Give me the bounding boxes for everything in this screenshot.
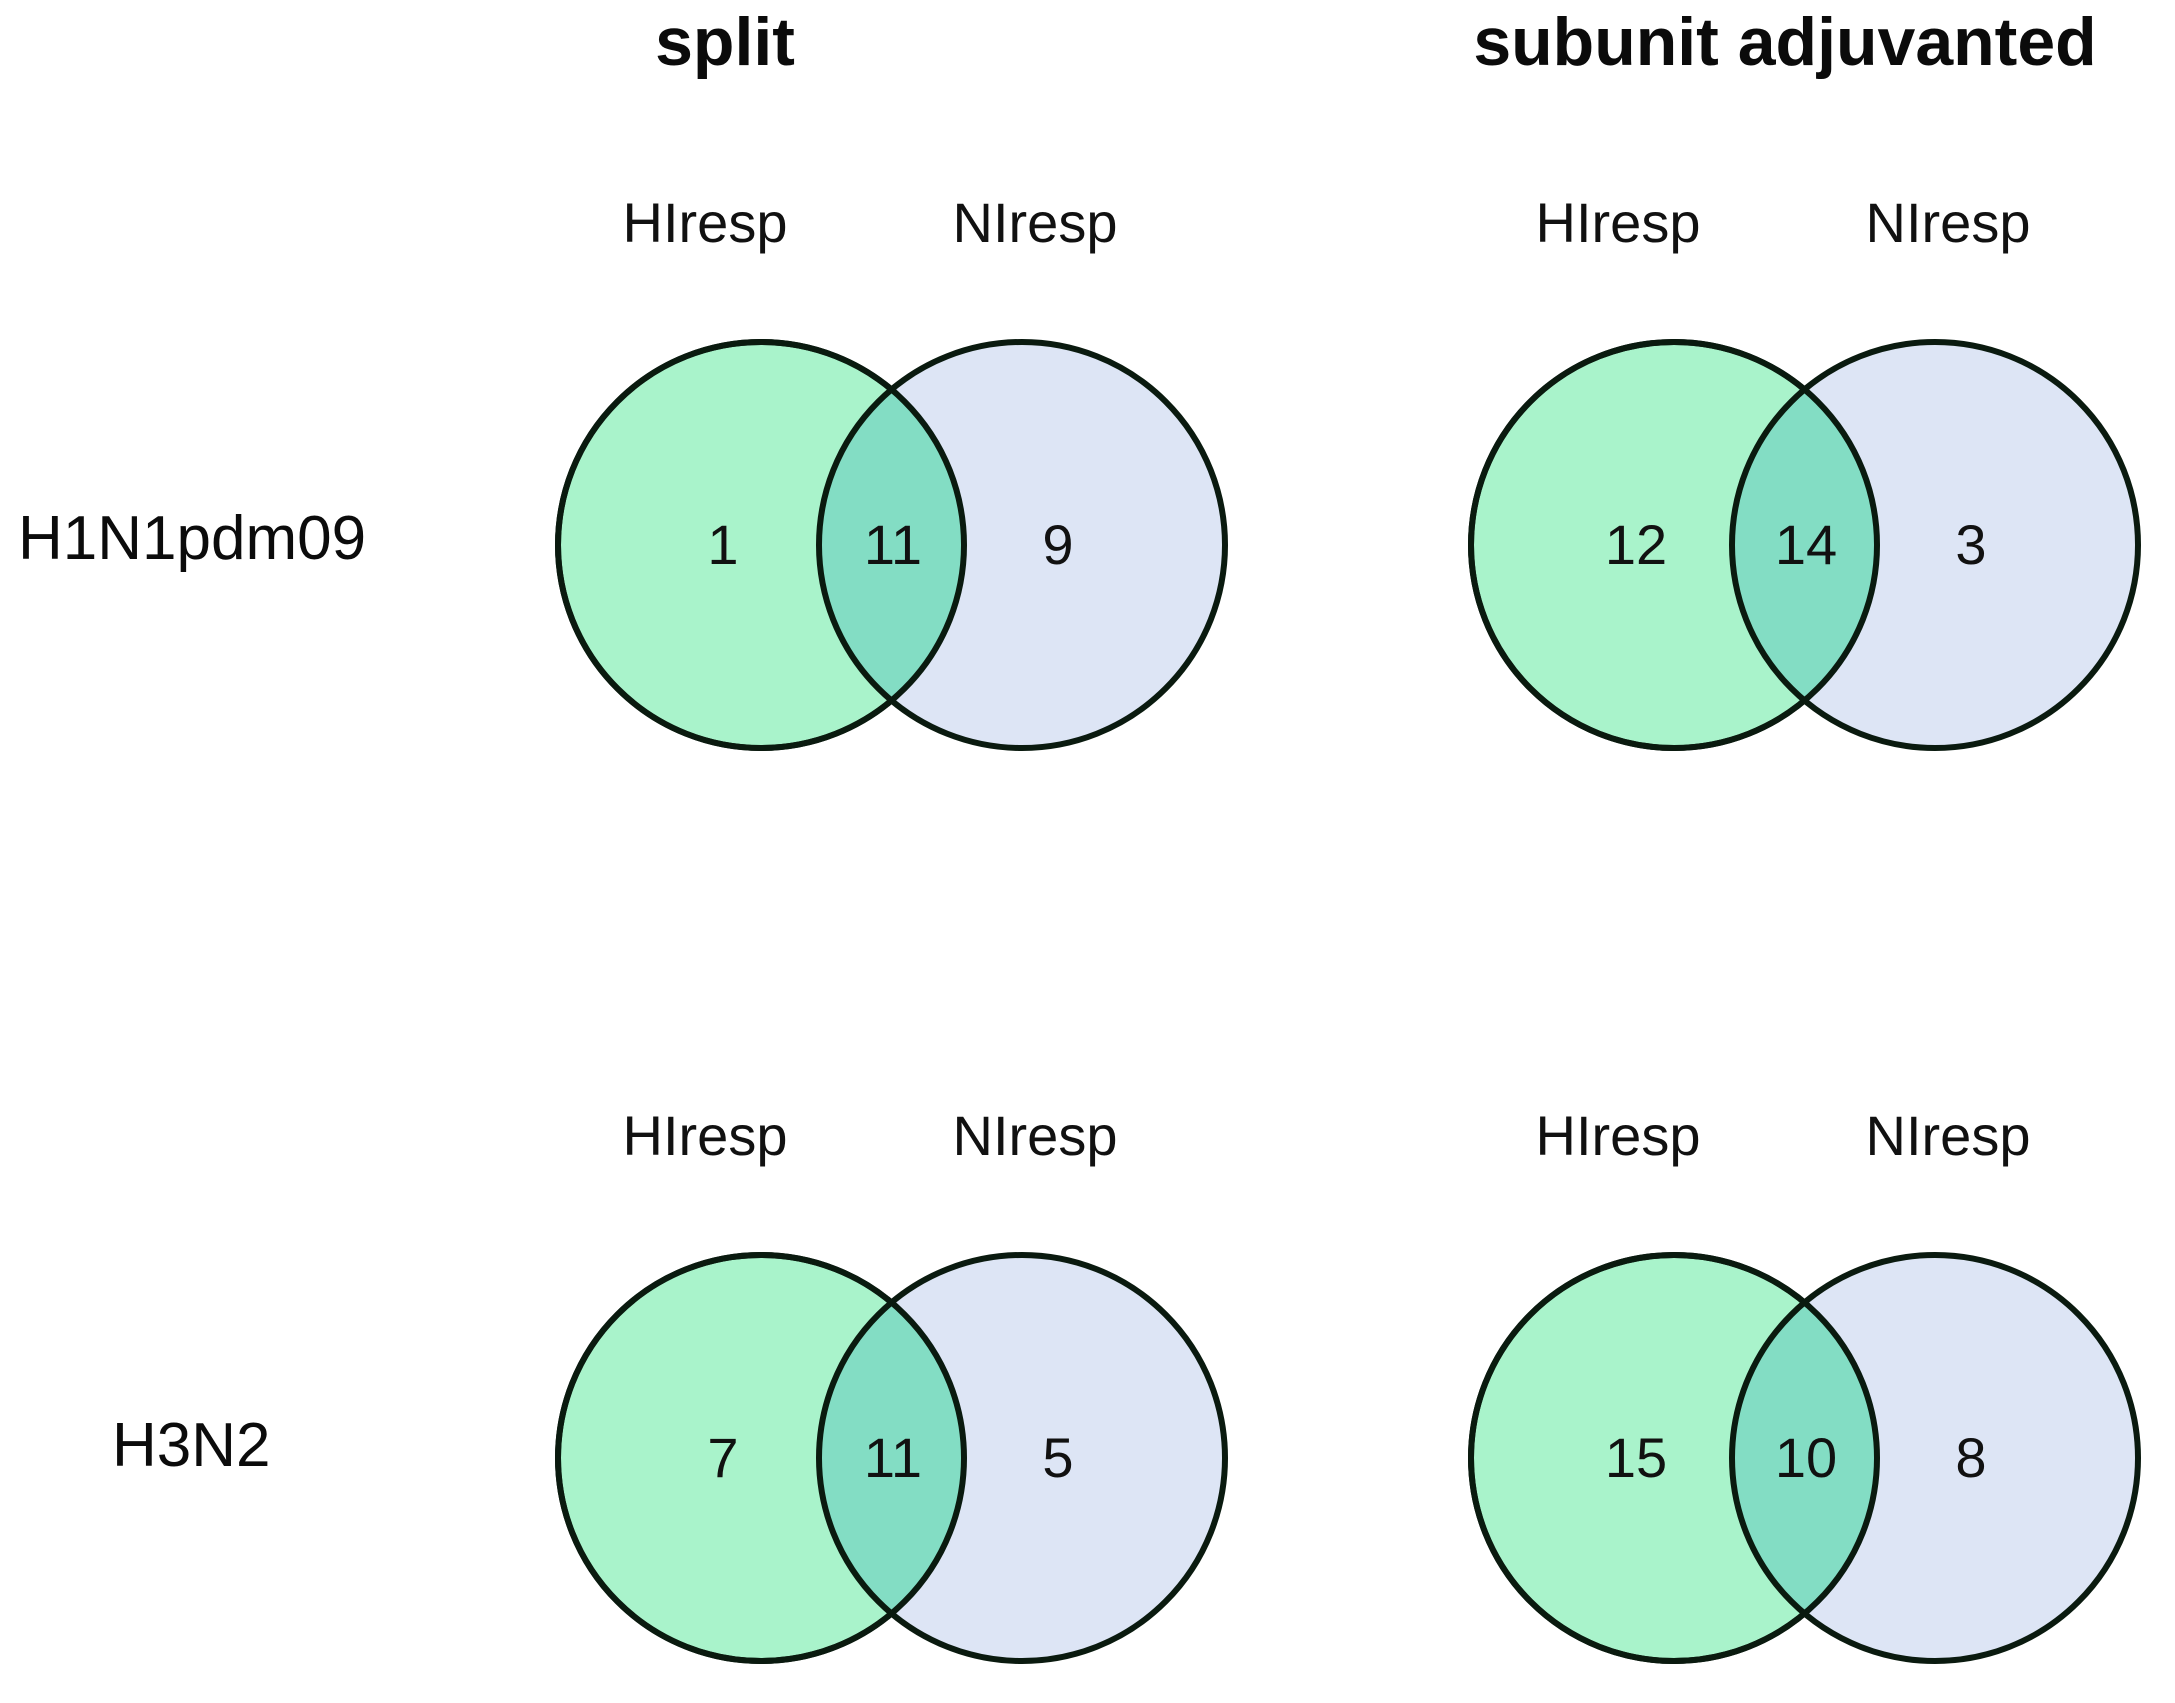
venn-intersection-region bbox=[1732, 1255, 1877, 1661]
venn-count-only-b: 9 bbox=[1042, 513, 1074, 576]
venn-count-intersection: 10 bbox=[1774, 1426, 1838, 1489]
venn-circle-set-b-outline bbox=[1729, 1252, 2141, 1664]
venn-circle-set-b-outline bbox=[816, 1252, 1228, 1664]
venn-count-only-b: 3 bbox=[1955, 513, 1987, 576]
venn-panel-h3n2-split: HIresp NIresp 7 11 5 bbox=[505, 1108, 1250, 1668]
venn-count-only-a: 15 bbox=[1604, 1426, 1668, 1489]
venn-intersection-region bbox=[819, 1255, 964, 1661]
venn-circle-set-a-outline bbox=[555, 339, 967, 751]
venn-panel-h1n1pdm09-subunit-adjuvanted: HIresp NIresp 12 14 3 bbox=[1418, 195, 2163, 755]
venn-set-label-niresp: NIresp bbox=[952, 1104, 1118, 1167]
venn-count-only-b: 5 bbox=[1042, 1426, 1074, 1489]
venn-count-only-b: 8 bbox=[1955, 1426, 1987, 1489]
venn-count-only-a: 1 bbox=[707, 513, 739, 576]
venn-intersection-region bbox=[819, 342, 964, 748]
column-header-subunit-adjuvanted: subunit adjuvanted bbox=[1473, 4, 2097, 80]
row-label-h1n1pdm09: H1N1pdm09 bbox=[18, 504, 367, 573]
venn-set-label-hiresp: HIresp bbox=[622, 1104, 788, 1167]
venn-set-label-hiresp: HIresp bbox=[1535, 1104, 1701, 1167]
venn-count-only-a: 7 bbox=[707, 1426, 739, 1489]
venn-panel-h1n1pdm09-split: HIresp NIresp 1 11 9 bbox=[505, 195, 1250, 755]
venn-count-intersection: 11 bbox=[863, 1426, 923, 1489]
venn-circle-set-b-outline bbox=[1729, 339, 2141, 751]
venn-count-only-a: 12 bbox=[1604, 513, 1668, 576]
venn-intersection-region bbox=[1732, 342, 1877, 748]
venn-set-label-niresp: NIresp bbox=[1865, 1104, 2031, 1167]
venn-circle-set-b-outline bbox=[816, 339, 1228, 751]
venn-count-intersection: 14 bbox=[1774, 513, 1838, 576]
venn-circle-set-a-outline bbox=[1468, 339, 1880, 751]
venn-count-intersection: 11 bbox=[863, 513, 923, 576]
venn-set-label-hiresp: HIresp bbox=[622, 191, 788, 254]
venn-circle-set-a-outline bbox=[555, 1252, 967, 1664]
venn-set-label-niresp: NIresp bbox=[952, 191, 1118, 254]
row-label-h3n2: H3N2 bbox=[112, 1411, 271, 1480]
venn-set-label-niresp: NIresp bbox=[1865, 191, 2031, 254]
venn-panel-h3n2-subunit-adjuvanted: HIresp NIresp 15 10 8 bbox=[1418, 1108, 2163, 1668]
venn-circle-set-a-outline bbox=[1468, 1252, 1880, 1664]
venn-set-label-hiresp: HIresp bbox=[1535, 191, 1701, 254]
column-header-split: split bbox=[655, 4, 795, 80]
